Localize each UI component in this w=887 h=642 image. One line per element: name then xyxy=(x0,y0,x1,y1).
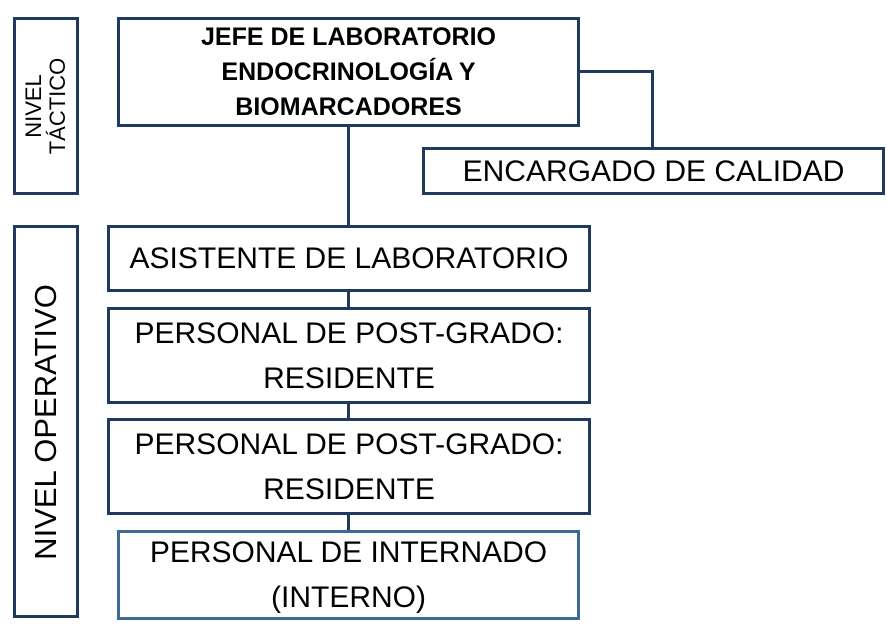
connector-residente-1-residente-2 xyxy=(347,404,350,418)
interno-line-1: PERSONAL DE INTERNADO xyxy=(149,536,548,569)
encargado-calidad-text: ENCARGADO DE CALIDAD xyxy=(462,154,845,188)
residente-2-text: PERSONAL DE POST-GRADO: RESIDENTE xyxy=(135,422,564,512)
interno-text: PERSONAL DE INTERNADO (INTERNO) xyxy=(150,530,547,620)
residente-2-line-2: RESIDENTE xyxy=(263,472,435,506)
connector-asistente-residente-1 xyxy=(347,292,350,307)
asistente-laboratorio-text: ASISTENTE DE LABORATORIO xyxy=(129,242,569,275)
connector-residente-2-interno xyxy=(347,515,350,530)
connector-jefe-calidad-vertical xyxy=(651,70,654,147)
nivel-tactico-label: NIVEL TÁCTICO xyxy=(20,57,70,155)
asistente-laboratorio-box: ASISTENTE DE LABORATORIO xyxy=(107,225,591,292)
jefe-laboratorio-text: JEFE DE LABORATORIO ENDOCRINOLOGÍA Y BIO… xyxy=(201,20,496,125)
nivel-tactico-band: NIVEL TÁCTICO xyxy=(13,17,79,195)
jefe-line-3: BIOMARCADORES xyxy=(235,92,462,121)
nivel-tactico-line-2: TÁCTICO xyxy=(45,57,70,155)
residente-1-line-1: PERSONAL DE POST-GRADO: xyxy=(134,316,564,350)
residente-box-2: PERSONAL DE POST-GRADO: RESIDENTE xyxy=(107,418,591,515)
interno-box: PERSONAL DE INTERNADO (INTERNO) xyxy=(117,530,580,620)
jefe-line-1: JEFE DE LABORATORIO xyxy=(201,22,496,51)
nivel-tactico-line-1: NIVEL xyxy=(20,74,46,138)
nivel-operativo-band: NIVEL OPERATIVO xyxy=(13,225,79,618)
residente-1-text: PERSONAL DE POST-GRADO: RESIDENTE xyxy=(135,311,564,401)
jefe-laboratorio-box: JEFE DE LABORATORIO ENDOCRINOLOGÍA Y BIO… xyxy=(117,17,580,127)
connector-jefe-calidad-horizontal xyxy=(580,70,654,73)
interno-line-2: (INTERNO) xyxy=(271,581,426,614)
connector-jefe-asistente xyxy=(347,127,350,225)
jefe-line-2: ENDOCRINOLOGÍA Y xyxy=(221,57,476,86)
encargado-calidad-box: ENCARGADO DE CALIDAD xyxy=(422,147,885,195)
residente-1-line-2: RESIDENTE xyxy=(263,361,435,395)
residente-box-1: PERSONAL DE POST-GRADO: RESIDENTE xyxy=(107,307,591,404)
residente-2-line-1: PERSONAL DE POST-GRADO: xyxy=(134,427,564,461)
nivel-operativo-label: NIVEL OPERATIVO xyxy=(28,283,63,560)
